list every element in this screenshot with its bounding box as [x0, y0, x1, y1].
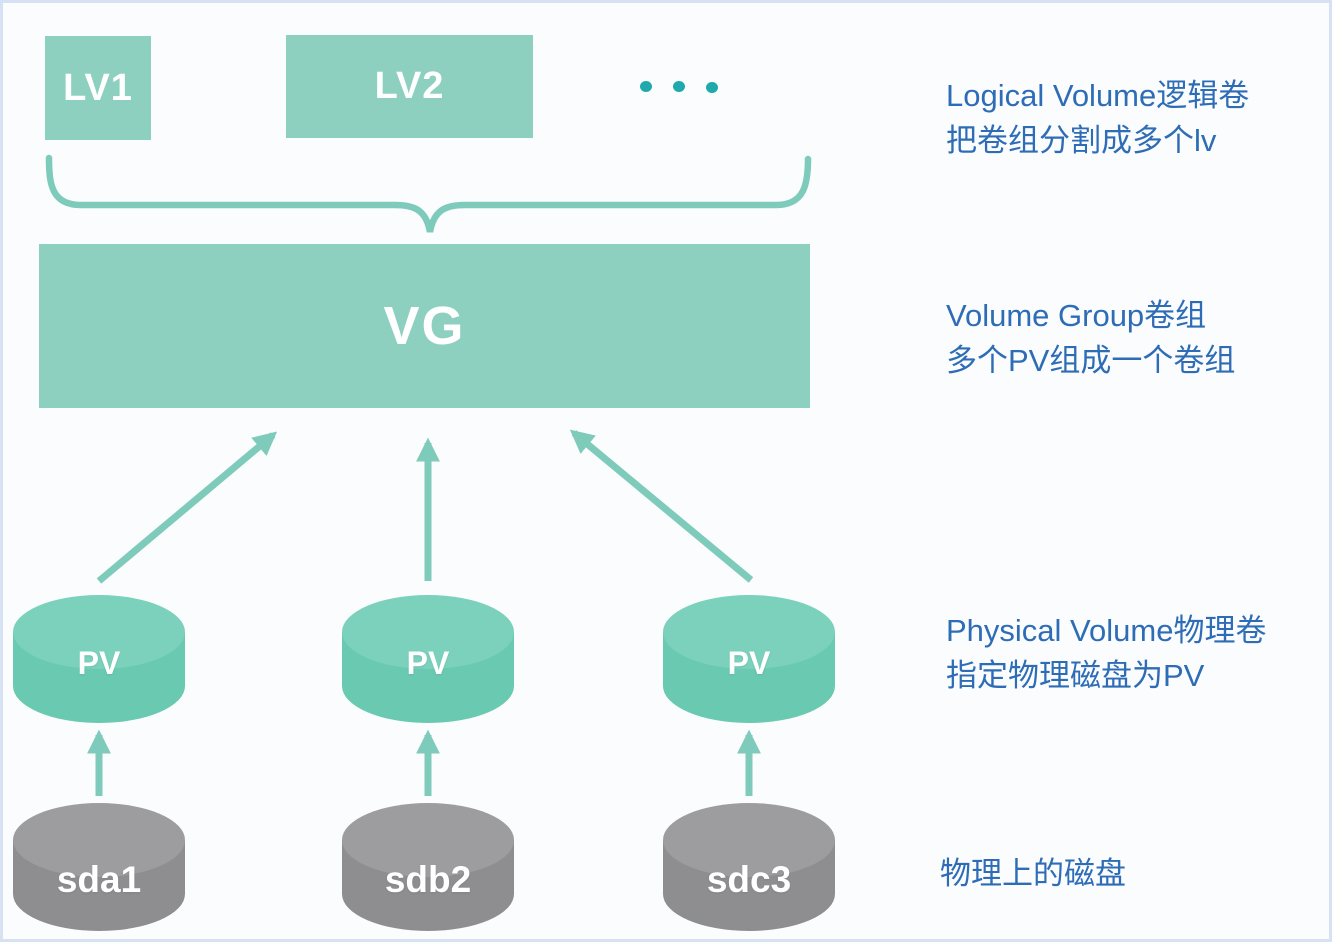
vg-box: VG [39, 244, 810, 408]
pv2-cylinder: PV [340, 593, 516, 725]
pv3-label: PV [727, 645, 771, 681]
annotation-line: 多个PV组成一个卷组 [946, 343, 1236, 378]
disk-sdb2-label: sdb2 [384, 859, 472, 900]
annotation-line: Volume Group卷组 [946, 298, 1207, 333]
arrow-pv3-to-vg [569, 429, 754, 583]
disk-sda1-cylinder: sda1 [11, 801, 187, 933]
arrow-pv1-to-vg [96, 431, 278, 584]
annotation-line: Logical Volume逻辑卷 [946, 78, 1250, 113]
annotation-line: 指定物理磁盘为PV [946, 658, 1205, 693]
disk-sdc3-label: sdc3 [706, 859, 792, 900]
annotation-physical-disk: 物理上的磁盘 [940, 851, 1126, 896]
pv3-cylinder: PV [661, 593, 837, 725]
brace-lv-to-vg [45, 154, 812, 233]
lv1-box: LV1 [45, 36, 151, 140]
annotation-line: 把卷组分割成多个lv [946, 123, 1217, 158]
lv2-box: LV2 [286, 35, 533, 138]
annotation-line: Physical Volume物理卷 [946, 613, 1267, 648]
disk-sda1-label: sda1 [56, 859, 142, 900]
disk-sdc3-cylinder: sdc3 [661, 801, 837, 933]
annotation-volume-group: Volume Group卷组 多个PV组成一个卷组 [946, 293, 1235, 383]
ellipsis-dot [706, 82, 718, 93]
pv1-label: PV [77, 645, 121, 681]
pv1-cylinder: PV [11, 593, 187, 725]
pv2-label: PV [406, 645, 450, 681]
ellipsis-dot [673, 81, 685, 92]
lv1-label: LV1 [63, 66, 133, 109]
annotation-line: 物理上的磁盘 [940, 856, 1126, 891]
ellipsis-dot [640, 81, 652, 92]
lv2-label: LV2 [374, 65, 445, 107]
disk-sdb2-cylinder: sdb2 [340, 801, 516, 933]
annotation-physical-volume: Physical Volume物理卷 指定物理磁盘为PV [946, 608, 1266, 698]
annotation-logical-volume: Logical Volume逻辑卷 把卷组分割成多个lv [946, 73, 1249, 163]
connector-layer [45, 154, 812, 796]
vg-label: VG [383, 296, 466, 356]
